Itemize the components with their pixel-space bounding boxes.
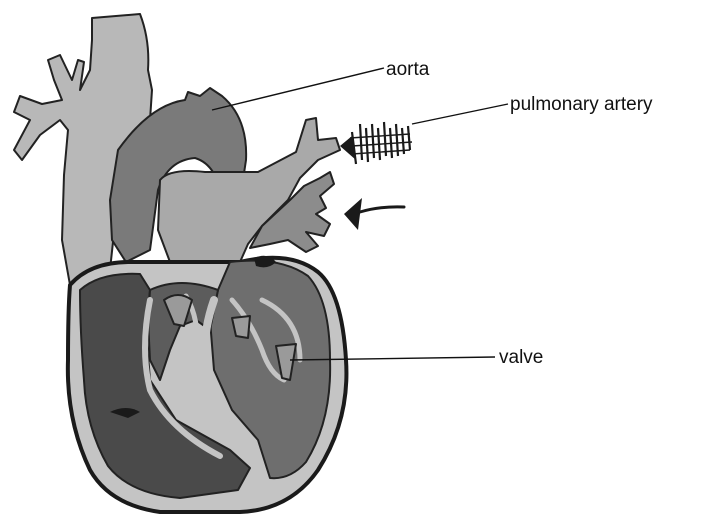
flow-arrow-icon — [344, 198, 404, 230]
pulmonary-artery-leader-line — [412, 104, 508, 124]
aorta-label: aorta — [386, 59, 430, 80]
pulmonary-artery-label: pulmonary artery — [510, 94, 653, 115]
blockage-icon — [340, 122, 412, 164]
aorta-leader-line — [212, 68, 384, 110]
valve-label: valve — [499, 347, 543, 368]
